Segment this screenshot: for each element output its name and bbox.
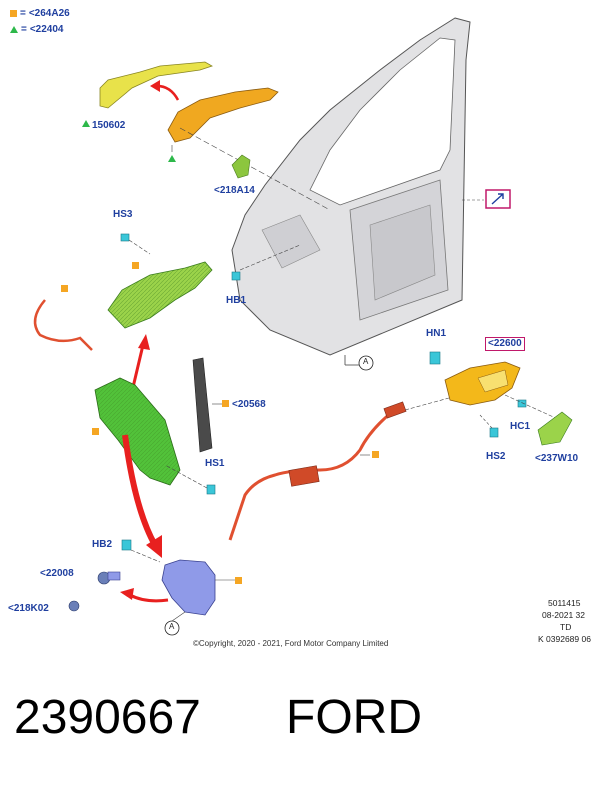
clip-hn1 — [429, 351, 441, 365]
callout-22600[interactable]: <22600 — [485, 337, 525, 351]
callout-150602[interactable]: 150602 — [92, 120, 126, 131]
screw-hb1 — [231, 244, 301, 281]
handle-bracket — [231, 154, 251, 179]
clip-hc1 — [504, 394, 561, 421]
cable-clip — [288, 465, 320, 487]
rear-door-frame — [231, 17, 471, 366]
part-number: 2390667 — [14, 691, 201, 744]
copyright-notice: ©Copyright, 2020 - 2021, Ford Motor Comp… — [193, 639, 389, 648]
drawing-date: 08-2021 32 — [542, 610, 586, 620]
ref-square-1 — [132, 262, 139, 269]
ref-triangle-2 — [168, 155, 176, 162]
red-arrowhead-up — [138, 334, 150, 350]
cable-end — [383, 401, 407, 419]
callout-22008[interactable]: <22008 — [40, 568, 74, 579]
brand-name: FORD — [286, 691, 422, 744]
callout-218K02[interactable]: <218K02 — [8, 603, 49, 614]
exploded-parts-diagram — [33, 17, 573, 636]
red-arrowhead-left — [120, 588, 134, 600]
callout-HC1[interactable]: HC1 — [510, 421, 531, 432]
legend-equals: = — [21, 24, 27, 35]
callout-HB2[interactable]: HB2 — [92, 539, 113, 550]
handle-bezel — [537, 411, 573, 446]
handle-reinforcement — [107, 261, 213, 329]
screw-hb2 — [121, 539, 161, 563]
callout-237W10[interactable]: <237W10 — [535, 453, 579, 464]
drawing-reference: K 0392689 06 — [538, 634, 591, 644]
door-reference-marker — [462, 189, 511, 209]
screw-hs1 — [164, 464, 216, 495]
drawing-number: 5011415 — [548, 598, 581, 608]
door-latch — [161, 559, 216, 616]
callout-HS1[interactable]: HS1 — [205, 458, 225, 469]
ref-square-3 — [92, 428, 99, 435]
ref-square-5 — [372, 451, 379, 458]
inner-handle — [444, 361, 521, 406]
drawing-code: TD — [560, 622, 572, 632]
marker-a-top-label: A — [363, 357, 369, 366]
ref-triangle-1 — [82, 120, 90, 127]
callout-218A14[interactable]: <218A14 — [214, 185, 255, 196]
legend-equals: = — [20, 8, 26, 19]
screw-hs2 — [479, 414, 499, 438]
ref-square-2 — [61, 285, 68, 292]
legend-triangle-row: = <22404 — [10, 24, 64, 35]
callout-HS3[interactable]: HS3 — [113, 209, 133, 220]
callout-HB1[interactable]: HB1 — [226, 295, 247, 306]
bolt-218K02 — [68, 600, 80, 612]
orange-square-icon — [10, 10, 17, 17]
legend-triangle-ref: <22404 — [29, 24, 64, 35]
striker-22008 — [97, 571, 121, 585]
ref-square-4 — [222, 400, 229, 407]
screw-hs3 — [120, 233, 151, 255]
outer-handle-cover — [99, 61, 213, 109]
door-seal-strip — [192, 357, 213, 453]
red-arrowhead-down — [146, 535, 162, 558]
outer-handle — [167, 87, 279, 143]
callout-HS2[interactable]: HS2 — [486, 451, 506, 462]
red-arrow-down — [122, 434, 158, 547]
legend-square-ref: <264A26 — [28, 8, 70, 19]
marker-a-bottom-label: A — [169, 622, 175, 631]
cable-left — [33, 299, 93, 351]
red-arrowhead-handle — [150, 80, 160, 92]
ref-square-6 — [235, 577, 242, 584]
door-latch-carrier — [94, 377, 181, 486]
callout-20568[interactable]: <20568 — [232, 399, 266, 410]
green-triangle-icon — [10, 26, 18, 33]
callout-HN1[interactable]: HN1 — [426, 328, 447, 339]
cable-long — [228, 410, 393, 541]
legend-square-row: = <264A26 — [10, 8, 70, 19]
reference-marker-a-top — [358, 355, 374, 371]
red-arrow-left — [129, 593, 169, 603]
